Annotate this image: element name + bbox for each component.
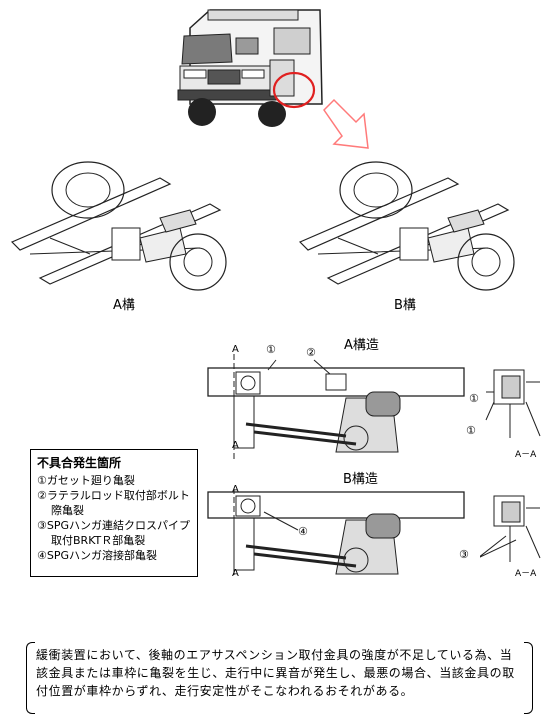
callout-1-section: ① bbox=[469, 392, 479, 405]
truck-illustration bbox=[177, 9, 323, 127]
b-structure-label: B構造 bbox=[343, 472, 378, 487]
callout-3: ③ bbox=[459, 548, 469, 561]
callout-4: ④ bbox=[298, 525, 308, 538]
description-bracket-left bbox=[26, 642, 35, 714]
b-struct-label: B構 bbox=[394, 298, 416, 313]
b-structure-drawing bbox=[207, 488, 465, 578]
pointer-arrow bbox=[323, 98, 369, 149]
section-mark-b2: A bbox=[232, 568, 239, 579]
a-struct-label: A構 bbox=[113, 298, 135, 313]
description-text: 緩衝装置において、後軸のエアサスペンション取付金具の強度が不足している為、当該金… bbox=[36, 648, 515, 698]
defect-item-2-cont: 際亀裂 bbox=[51, 504, 84, 517]
section-aa-label-a: A－A bbox=[515, 450, 537, 460]
a-structure-drawing bbox=[207, 354, 465, 460]
b-section-detail bbox=[480, 495, 541, 562]
defect-item-3: ③SPGハンガ連結クロスパイプ bbox=[37, 519, 191, 532]
a-section-detail bbox=[485, 369, 541, 438]
a-structure-label: A構造 bbox=[344, 338, 379, 353]
defect-item-3-cont: 取付BRKTＲ部亀裂 bbox=[51, 534, 146, 547]
callout-1b-section: ① bbox=[466, 424, 476, 437]
defect-item-1: ①ガセット廻り亀裂 bbox=[37, 474, 135, 487]
section-mark-b1: A bbox=[232, 484, 239, 495]
defect-item-2: ②ラテラルロッド取付部ボルト bbox=[37, 489, 190, 502]
defect-box-title: 不具合発生箇所 bbox=[37, 456, 122, 470]
callout-2: ② bbox=[306, 346, 316, 359]
a-frame-drawing bbox=[10, 161, 227, 291]
defect-locations-box: 不具合発生箇所 ①ガセット廻り亀裂 ②ラテラルロッド取付部ボルト 際亀裂 ③SP… bbox=[30, 449, 198, 577]
defect-item-4: ④SPGハンガ溶接部亀裂 bbox=[37, 549, 158, 562]
section-mark-a1: A bbox=[232, 344, 239, 355]
description-bracket-right bbox=[524, 642, 533, 714]
highlight-circle bbox=[272, 71, 316, 109]
section-aa-label-b: A－A bbox=[515, 569, 537, 579]
callout-1: ① bbox=[266, 343, 276, 356]
b-frame-drawing bbox=[298, 161, 515, 291]
section-mark-a2: A bbox=[232, 440, 239, 451]
